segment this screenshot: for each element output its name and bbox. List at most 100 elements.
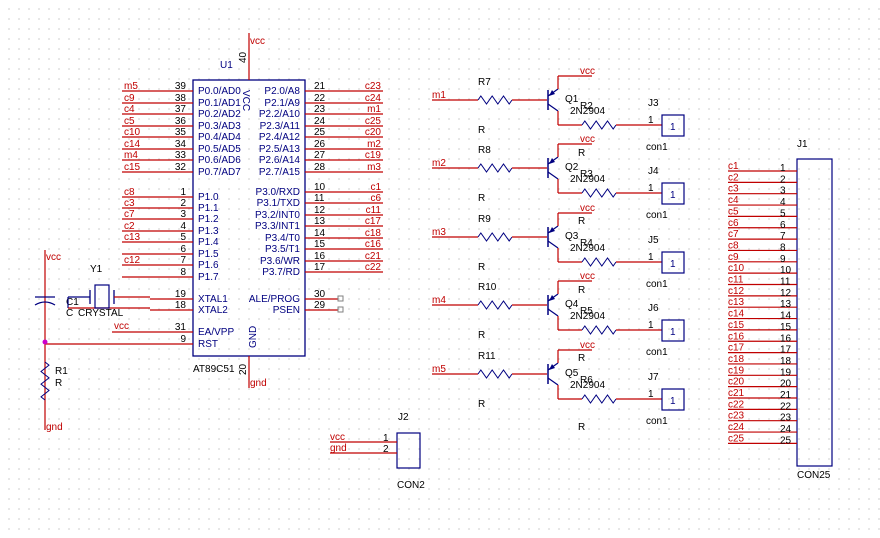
net-label: c20	[365, 127, 382, 138]
net-label: m3	[367, 162, 381, 173]
connector-body[interactable]	[661, 251, 685, 274]
j1-pin-number: 21	[780, 390, 792, 401]
u1-pin-number: 15	[314, 239, 326, 250]
j2-ref-label: J2	[398, 412, 409, 423]
base-resistor-value: R	[478, 330, 485, 341]
net-label: c24	[365, 93, 382, 104]
u1-pin-number: 39	[175, 81, 187, 92]
connector-body[interactable]	[661, 388, 685, 411]
net-label: m5	[124, 81, 138, 92]
u1-pin-name: P2.7/A15	[259, 167, 301, 178]
u1-pin-number: 30	[314, 289, 326, 300]
connector-ref: J4	[648, 166, 659, 177]
net-label: c16	[365, 239, 382, 250]
j1-pin-number: 16	[780, 333, 792, 344]
u1-pin-number: 13	[314, 216, 326, 227]
base-resistor-ref: R11	[478, 351, 496, 362]
u1-pin-number: 23	[314, 104, 326, 115]
net-label: m2	[367, 139, 381, 150]
collector-resistor-ref: R3	[580, 169, 593, 180]
j1-pin-number: 24	[780, 424, 792, 435]
transistor-ref: Q3	[565, 231, 579, 242]
vcc-net-label: vcc	[580, 66, 595, 77]
connector-body[interactable]	[661, 182, 685, 205]
net-label: c8	[124, 187, 135, 198]
u1-ref-label: U1	[220, 60, 233, 71]
base-resistor-value: R	[478, 262, 485, 273]
collector-resistor-ref: R4	[580, 238, 593, 249]
connector-body[interactable]	[661, 319, 685, 342]
net-label: c15	[124, 162, 141, 173]
u1-pin-name: P1.0	[198, 192, 219, 203]
j1-ref-label: J1	[797, 139, 808, 150]
vcc-net-label: vcc	[580, 271, 595, 282]
no-connect-marker	[337, 295, 344, 302]
net-label: c16	[728, 331, 745, 342]
u1-pin-name: P1.2	[198, 214, 219, 225]
net-label: m4	[124, 150, 138, 161]
transistor-arrow	[549, 364, 555, 370]
transistor-arrow	[549, 158, 555, 164]
collector-resistor	[581, 188, 617, 198]
collector-resistor-value: R	[578, 353, 585, 364]
net-label: c8	[728, 240, 739, 251]
u1-pin-number: 38	[175, 93, 187, 104]
transistor-drivers[interactable]: m1R7RvccQ12N2904R2R11J3con1m2R8RvccQ22N2…	[432, 66, 685, 433]
u1-pin-name: XTAL2	[198, 305, 228, 316]
j2-body[interactable]	[396, 432, 421, 469]
j1-pin-number: 10	[780, 265, 792, 276]
u1-pin-name: P2.5/A13	[259, 144, 301, 155]
u1-pin-number: 12	[314, 205, 326, 216]
transistor-ref: Q2	[565, 162, 579, 173]
u1-pin-number: 32	[175, 162, 187, 173]
j1-body[interactable]	[796, 158, 833, 467]
net-label: c25	[365, 116, 382, 127]
u1-pin-name: P1.5	[198, 249, 219, 260]
net-label: c19	[728, 365, 745, 376]
j1-pin-number: 4	[780, 197, 786, 208]
net-label: c11	[728, 275, 744, 286]
j2-pin-number: 1	[383, 433, 389, 444]
u1-pin-name: P3.0/RXD	[256, 187, 300, 198]
collector-resistor-ref: R5	[580, 306, 593, 317]
net-label: c22	[728, 399, 745, 410]
net-label: m5	[432, 364, 446, 375]
transistor-part: 2N2904	[570, 380, 605, 391]
u1-pin-name: P3.7/RD	[262, 267, 300, 278]
j1-pin-number: 11	[780, 277, 791, 288]
u1-pin-name: P2.6/A14	[259, 155, 301, 166]
net-label: c5	[728, 206, 739, 217]
u1-pin-40: 40	[238, 51, 249, 63]
u1-pin-name: P0.1/AD1	[198, 98, 241, 109]
r1-resistor	[40, 361, 50, 401]
u1-pin-name: XTAL1	[198, 294, 228, 305]
net-label: c15	[728, 320, 745, 331]
vcc-net-label: vcc	[580, 340, 595, 351]
connector-value: con1	[646, 416, 668, 427]
collector-resistor	[581, 325, 617, 335]
net-label: c10	[124, 127, 141, 138]
u1-pin-name: P0.2/AD2	[198, 109, 241, 120]
net-label: c11	[366, 205, 382, 216]
j1-pin-number: 14	[780, 311, 792, 322]
u1-pin-number: 19	[175, 289, 187, 300]
u1-pin-name: PSEN	[273, 305, 300, 316]
connector-pin-label: 1	[670, 122, 676, 133]
base-resistor-value: R	[478, 125, 485, 136]
r1-value-label: R	[55, 378, 62, 389]
connector-ref: J7	[648, 372, 659, 383]
net-label: m2	[432, 158, 446, 169]
c1-ref-label: C1	[66, 297, 79, 308]
connector-body[interactable]	[661, 114, 685, 137]
